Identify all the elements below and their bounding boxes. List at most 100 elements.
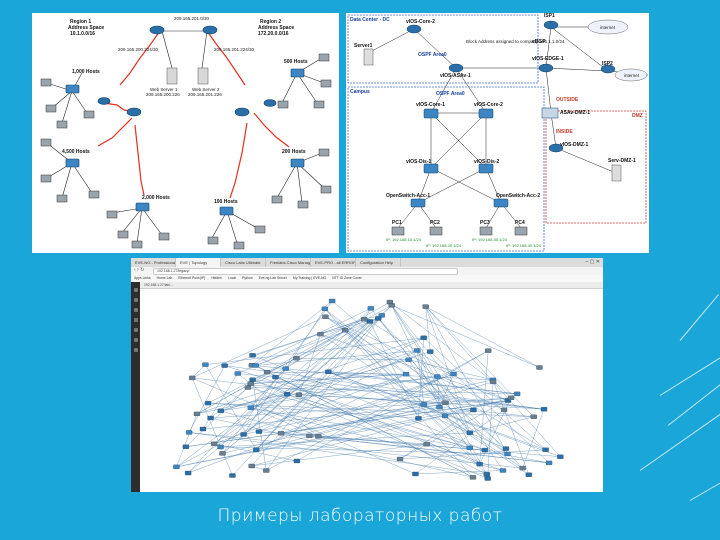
lab-node-icon[interactable] bbox=[248, 463, 255, 469]
lab-node-icon[interactable] bbox=[217, 444, 224, 450]
lab-node-icon[interactable] bbox=[502, 446, 510, 451]
lab-node-icon[interactable] bbox=[536, 365, 543, 370]
lab-node-icon[interactable] bbox=[263, 468, 270, 473]
lab-node-icon[interactable] bbox=[293, 458, 301, 464]
lab-node-icon[interactable] bbox=[499, 468, 507, 473]
url-input[interactable]: 192.168.1.27/legacy/ bbox=[153, 268, 458, 275]
bookmark-item[interactable]: Hidden bbox=[211, 276, 222, 280]
lab-node-icon[interactable] bbox=[476, 461, 483, 467]
lab-node-icon[interactable] bbox=[367, 306, 374, 311]
lab-node-icon[interactable] bbox=[204, 400, 212, 406]
lab-node-icon[interactable] bbox=[325, 369, 332, 374]
lab-node-icon[interactable] bbox=[507, 395, 515, 400]
lab-node-icon[interactable] bbox=[504, 451, 511, 457]
lab-node-icon[interactable] bbox=[234, 371, 241, 376]
lab-node-icon[interactable] bbox=[328, 298, 336, 304]
lab-node-icon[interactable] bbox=[295, 392, 302, 397]
lab-node-icon[interactable] bbox=[485, 348, 492, 353]
lab-node-icon[interactable] bbox=[263, 369, 271, 375]
lab-node-icon[interactable] bbox=[193, 411, 201, 416]
bookmark-item[interactable]: My Training | EVE-NG bbox=[292, 276, 327, 280]
lab-node-icon[interactable] bbox=[272, 374, 279, 380]
lab-node-icon[interactable] bbox=[441, 413, 449, 419]
bookmark-item[interactable]: Local bbox=[227, 276, 237, 280]
lab-node-icon[interactable] bbox=[182, 444, 190, 449]
lab-node-icon[interactable] bbox=[221, 363, 228, 368]
lab-node-icon[interactable] bbox=[277, 431, 285, 436]
browser-tab-active[interactable]: EVE | Topology bbox=[176, 258, 221, 267]
lab-node-icon[interactable] bbox=[219, 451, 226, 456]
browser-tab[interactable]: Cisco Labs Ultimate bbox=[221, 258, 266, 267]
lab-node-icon[interactable] bbox=[545, 460, 553, 466]
lab-node-icon[interactable] bbox=[427, 349, 434, 354]
lab-node-icon[interactable] bbox=[396, 456, 404, 462]
lab-node-icon[interactable] bbox=[366, 319, 373, 324]
lab-node-icon[interactable] bbox=[282, 366, 289, 371]
lab-node-icon[interactable] bbox=[500, 407, 508, 413]
lab-node-icon[interactable] bbox=[247, 381, 254, 386]
bookmark-item[interactable]: Ethernet Pons(IP) bbox=[178, 276, 206, 280]
lab-node-icon[interactable] bbox=[315, 434, 322, 439]
nav-arrows-icon[interactable]: ‹ › ↻ bbox=[134, 267, 145, 273]
browser-tab[interactable]: EVE-PRO - all ERROR bbox=[311, 258, 356, 267]
bookmark-item[interactable]: Python bbox=[242, 276, 253, 280]
lab-node-icon[interactable] bbox=[420, 335, 427, 340]
browser-tab[interactable]: Configuration Help bbox=[356, 258, 401, 267]
lab-node-icon[interactable] bbox=[420, 402, 427, 407]
bookmark-item[interactable]: Apps Links bbox=[134, 276, 151, 280]
lab-node-icon[interactable] bbox=[321, 306, 329, 311]
lab-node-icon[interactable] bbox=[293, 356, 300, 361]
lab-node-icon[interactable] bbox=[229, 473, 236, 478]
lab-node-icon[interactable] bbox=[466, 445, 473, 451]
lab-node-icon[interactable] bbox=[199, 426, 207, 432]
lab-node-icon[interactable] bbox=[436, 404, 443, 410]
lab-node-icon[interactable] bbox=[184, 470, 192, 476]
lab-node-icon[interactable] bbox=[207, 415, 214, 421]
lab-node-icon[interactable] bbox=[255, 429, 263, 434]
lab-node-icon[interactable] bbox=[375, 316, 382, 321]
lab-node-icon[interactable] bbox=[388, 303, 395, 308]
lab-node-icon[interactable] bbox=[470, 407, 477, 413]
lab-node-icon[interactable] bbox=[405, 357, 412, 362]
lab-node-icon[interactable] bbox=[244, 385, 252, 390]
lab-node-icon[interactable] bbox=[415, 416, 422, 421]
sidebar-tool-icon[interactable] bbox=[133, 338, 138, 342]
lab-node-icon[interactable] bbox=[211, 441, 218, 446]
lab-node-icon[interactable] bbox=[217, 408, 224, 414]
lab-node-icon[interactable] bbox=[513, 391, 521, 396]
lab-node-icon[interactable] bbox=[317, 332, 324, 337]
lab-node-icon[interactable] bbox=[442, 400, 449, 405]
lab-node-icon[interactable] bbox=[525, 472, 532, 477]
lab-node-icon[interactable] bbox=[530, 414, 537, 419]
lab-node-icon[interactable] bbox=[322, 314, 329, 319]
lab-node-icon[interactable] bbox=[519, 465, 526, 471]
lab-node-icon[interactable] bbox=[202, 362, 209, 367]
lab-node-icon[interactable] bbox=[412, 471, 419, 477]
lab-node-icon[interactable] bbox=[185, 430, 193, 435]
lab-node-icon[interactable] bbox=[402, 372, 410, 377]
lab-node-icon[interactable] bbox=[489, 379, 497, 384]
lab-node-icon[interactable] bbox=[249, 353, 256, 358]
lab-node-icon[interactable] bbox=[252, 363, 259, 368]
sidebar-tool-icon[interactable] bbox=[133, 308, 138, 312]
lab-node-icon[interactable] bbox=[283, 392, 291, 397]
lab-node-icon[interactable] bbox=[434, 374, 441, 379]
lab-node-icon[interactable] bbox=[249, 377, 256, 382]
lab-node-icon[interactable] bbox=[361, 317, 368, 322]
lab-node-icon[interactable] bbox=[484, 476, 491, 481]
lab-node-icon[interactable] bbox=[469, 475, 477, 480]
lab-node-icon[interactable] bbox=[450, 371, 457, 377]
bookmark-item[interactable]: Eve-ng Lab Server bbox=[258, 276, 287, 280]
browser-tab[interactable]: Freelabs Cisco Manager bbox=[266, 258, 311, 267]
lab-node-icon[interactable] bbox=[253, 447, 260, 452]
lab-node-icon[interactable] bbox=[247, 405, 254, 410]
lab-node-icon[interactable] bbox=[188, 375, 196, 381]
sidebar-tool-icon[interactable] bbox=[133, 328, 138, 332]
lab-node-icon[interactable] bbox=[481, 447, 488, 453]
bookmark-item[interactable]: Home Lab bbox=[156, 276, 173, 280]
sidebar-tool-icon[interactable] bbox=[133, 348, 138, 352]
window-controls-icon[interactable]: – ▢ ✕ bbox=[585, 259, 600, 265]
browser-tab[interactable]: EVE-NG - Professional bbox=[131, 258, 176, 267]
sidebar-tool-icon[interactable] bbox=[133, 298, 138, 302]
lab-node-icon[interactable] bbox=[483, 472, 490, 477]
